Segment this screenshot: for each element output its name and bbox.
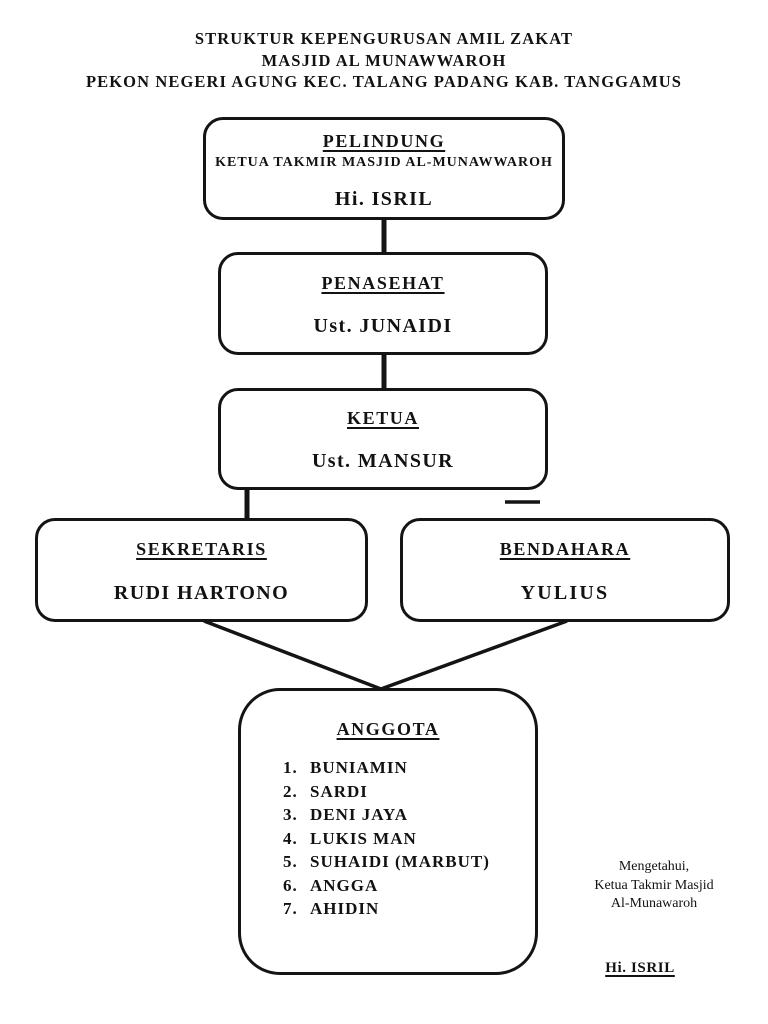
bendahara-name: YULIUS	[520, 582, 610, 604]
document-title: STRUKTUR KEPENGURUSAN AMIL ZAKAT MASJID …	[0, 28, 768, 93]
box-anggota: ANGGOTA BUNIAMIN SARDI DENI JAYA LUKIS M…	[238, 688, 538, 975]
anggota-member: SUHAIDI (MARBUT)	[303, 850, 535, 874]
signature-name: Hi. ISRIL	[605, 960, 675, 976]
signature-line-3: Al-Munawaroh	[610, 896, 698, 911]
title-line-3: PEKON NEGERI AGUNG KEC. TALANG PADANG KA…	[85, 72, 683, 91]
anggota-title: ANGGOTA	[336, 719, 440, 739]
box-sekretaris: SEKRETARIS RUDI HARTONO	[35, 518, 368, 622]
penasehat-name: Ust. JUNAIDI	[313, 315, 453, 337]
sekretaris-name: RUDI HARTONO	[113, 582, 290, 604]
box-pelindung: PELINDUNG KETUA TAKMIR MASJID AL-MUNAWWA…	[203, 117, 565, 220]
ketua-title: KETUA	[346, 408, 419, 428]
anggota-member: LUKIS MAN	[303, 827, 535, 851]
signature-line-2: Ketua Takmir Masjid	[594, 877, 714, 893]
sekretaris-title: SEKRETARIS	[136, 539, 267, 559]
pelindung-subtitle: KETUA TAKMIR MASJID AL-MUNAWWAROH	[215, 155, 553, 170]
pelindung-name: Hi. ISRIL	[334, 188, 434, 210]
anggota-member: SARDI	[303, 780, 535, 804]
anggota-member: BUNIAMIN	[303, 756, 535, 780]
anggota-member: AHIDIN	[303, 897, 535, 921]
anggota-member: DENI JAYA	[303, 803, 535, 827]
penasehat-title: PENASEHAT	[321, 273, 445, 293]
anggota-member: ANGGA	[303, 874, 535, 898]
signature-line-1: Mengetahui,	[618, 859, 690, 874]
box-bendahara: BENDAHARA YULIUS	[400, 518, 730, 622]
pelindung-title: PELINDUNG	[322, 131, 446, 151]
anggota-member-list: BUNIAMIN SARDI DENI JAYA LUKIS MAN SUHAI…	[241, 756, 535, 921]
signature-block: Mengetahui, Ketua Takmir Masjid Al-Munaw…	[566, 858, 742, 914]
box-ketua: KETUA Ust. MANSUR	[218, 388, 548, 490]
title-line-2: MASJID AL MUNAWWAROH	[261, 50, 507, 70]
title-line-1: STRUKTUR KEPENGURUSAN AMIL ZAKAT	[194, 29, 574, 48]
box-penasehat: PENASEHAT Ust. JUNAIDI	[218, 252, 548, 355]
ketua-name: Ust. MANSUR	[311, 450, 455, 472]
bendahara-title: BENDAHARA	[499, 539, 631, 559]
